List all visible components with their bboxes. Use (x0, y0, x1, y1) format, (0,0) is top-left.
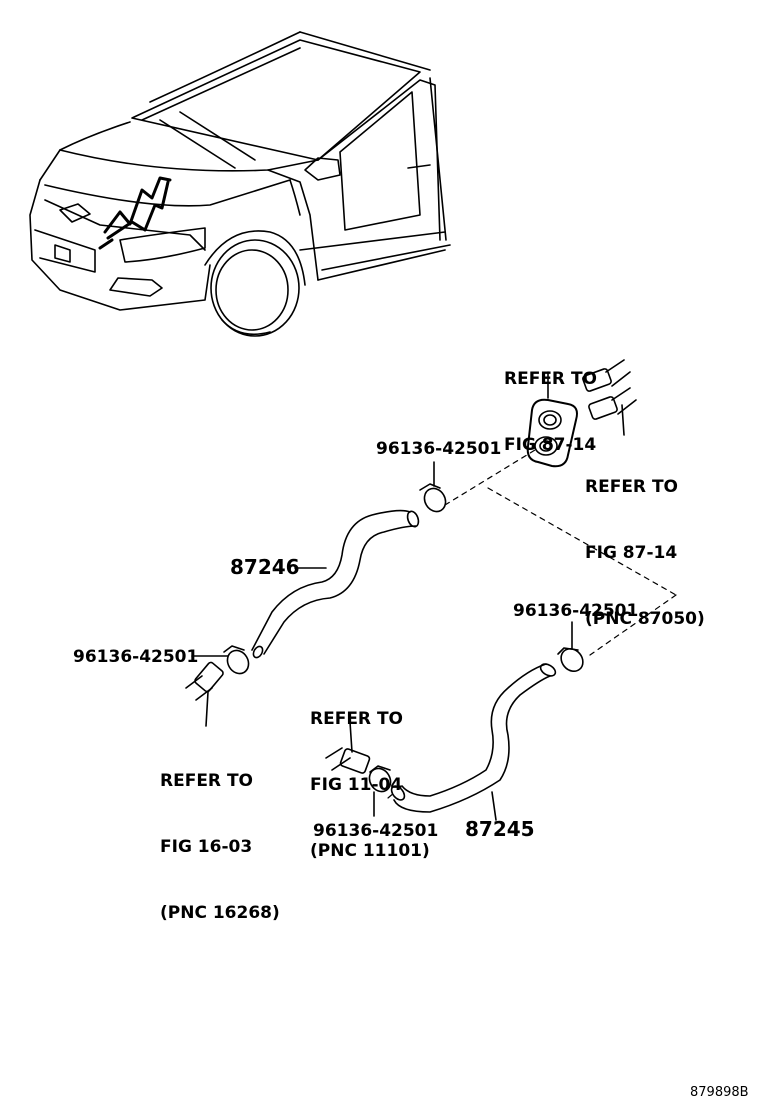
pnc-line: (PNC 87050) (585, 609, 705, 629)
illustration-id: 879898B (690, 1085, 749, 1100)
pipe-bottom-part (325, 721, 371, 774)
hose-87245 (390, 663, 557, 821)
refer-line: REFER TO (585, 477, 678, 497)
refer-line: REFER TO (160, 771, 253, 791)
clamp-top-part (419, 461, 447, 513)
refer-fig-87-14-label-a[interactable]: REFER TO FIG 87-14 (504, 324, 597, 478)
clamp-left-part (191, 645, 250, 675)
hose-lower-label[interactable]: 87245 (465, 817, 535, 841)
dashed-guides (387, 449, 677, 799)
vehicle-illustration (29, 31, 451, 337)
clamp-right-label[interactable]: 96136-42501 (513, 601, 639, 621)
refer-fig-16-03-label[interactable]: REFER TO FIG 16-03 (PNC 16268) (160, 726, 280, 946)
pnc-line: (PNC 16268) (160, 903, 280, 923)
refer-line: REFER TO (310, 709, 403, 729)
clamp-right-part (557, 621, 584, 673)
fig-line: FIG 16-03 (160, 837, 253, 857)
grommet-part (526, 371, 578, 468)
refer-line: REFER TO (504, 369, 597, 389)
fig-line: FIG 11-04 (310, 775, 403, 795)
clamp-top-label[interactable]: 96136-42501 (376, 439, 502, 459)
pipe-left-part (185, 661, 224, 727)
pnc-line: (PNC 11101) (310, 841, 430, 861)
refer-fig-11-04-label[interactable]: REFER TO FIG 11-04 (PNC 11101) (310, 664, 430, 884)
fig-line: FIG 87-14 (504, 435, 597, 455)
hose-87246 (251, 509, 420, 659)
clamp-bottom-label[interactable]: 96136-42501 (313, 821, 439, 841)
refer-fig-87-14-label-b[interactable]: REFER TO FIG 87-14 (PNC 87050) (585, 432, 705, 652)
heater-pipes (582, 359, 637, 436)
hose-upper-label[interactable]: 87246 (230, 555, 300, 579)
fig-line: FIG 87-14 (585, 543, 678, 563)
clamp-left-label[interactable]: 96136-42501 (73, 647, 199, 667)
clamp-bottom-part (368, 765, 392, 817)
